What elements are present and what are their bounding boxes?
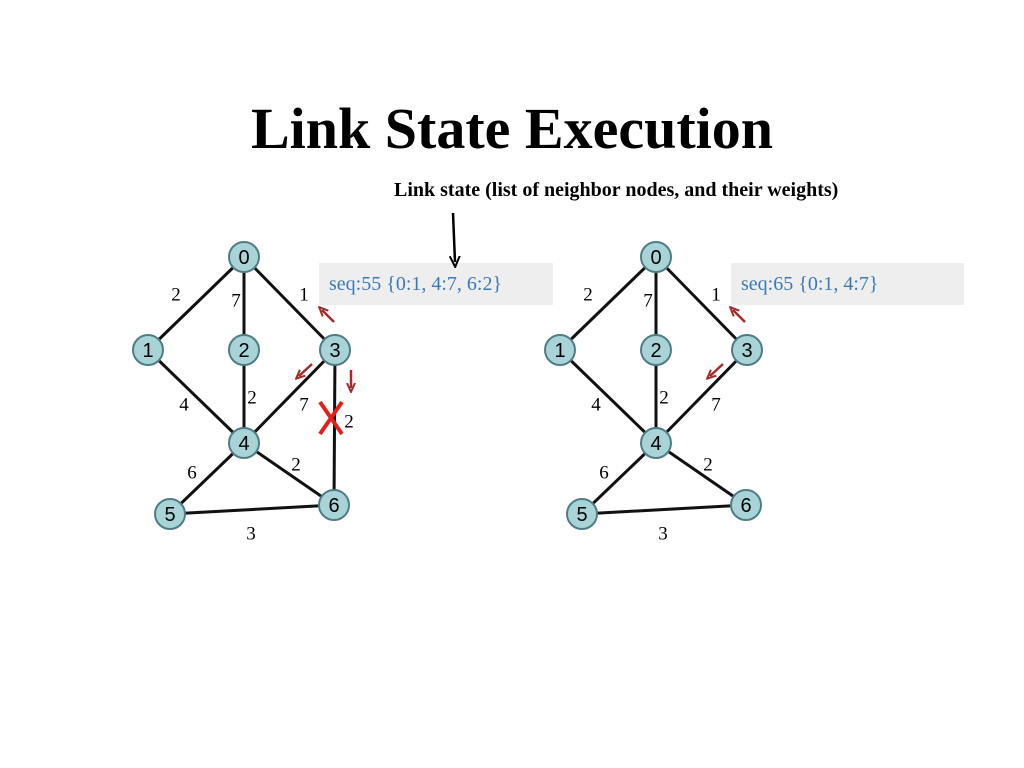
page-title: Link State Execution (250, 96, 774, 161)
edge-0-1 (146, 255, 246, 352)
flood-arrow-icon (322, 310, 335, 323)
edge-4-5 (168, 441, 246, 516)
lsa-box-before: seq:55 {0:1, 4:7, 6:2} (319, 263, 553, 305)
node-label-2: 2 (650, 340, 661, 362)
node-4 (640, 427, 672, 459)
node-1 (132, 334, 164, 366)
lsa-box-after: seq:65 {0:1, 4:7} (731, 263, 964, 305)
node-label-0: 0 (650, 247, 661, 269)
flood-arrow-icon (710, 363, 724, 376)
node-4 (228, 427, 260, 459)
edge-weight-4-5: 6 (599, 463, 609, 484)
edge-weight-4-5: 6 (187, 463, 197, 484)
node-2 (228, 334, 260, 366)
edge-weight-4-6: 2 (291, 455, 301, 476)
node-0 (640, 241, 672, 273)
node-label-6: 6 (328, 495, 339, 517)
edge-weight-2-4: 2 (659, 388, 669, 409)
flood-arrow-icon (299, 363, 313, 376)
node-0 (228, 241, 260, 273)
edge-weight-0-1: 2 (583, 285, 593, 306)
edge-weight-1-4: 4 (591, 395, 601, 416)
node-label-5: 5 (164, 504, 175, 526)
edge-4-6 (243, 441, 335, 507)
edge-4-6 (655, 441, 747, 507)
node-3 (319, 334, 351, 366)
node-label-3: 3 (329, 340, 340, 362)
node-2 (640, 334, 672, 366)
flood-arrow-icon (733, 310, 746, 323)
link-failure-cross-icon (318, 400, 344, 436)
edge-weight-0-3: 1 (711, 285, 721, 306)
link-state-annotation: Link state (list of neighbor nodes, and … (394, 179, 839, 201)
node-label-6: 6 (740, 495, 751, 517)
edge-4-5 (580, 441, 658, 516)
node-1 (544, 334, 576, 366)
edge-weight-1-4: 4 (179, 395, 189, 416)
edge-0-3 (654, 255, 749, 352)
node-label-3: 3 (741, 340, 752, 362)
node-label-5: 5 (576, 504, 587, 526)
edge-weight-5-6: 3 (246, 524, 256, 545)
annotation-pointer-arrow (453, 212, 455, 262)
edge-3-6 (332, 349, 337, 506)
edge-weight-3-4: 7 (299, 395, 309, 416)
edge-weight-3-6: 2 (344, 412, 354, 433)
edge-5-6 (169, 503, 335, 516)
edge-5-6 (581, 503, 747, 516)
edge-0-3 (242, 255, 337, 352)
edge-weight-5-6: 3 (658, 524, 668, 545)
edge-weight-0-2: 7 (643, 291, 653, 312)
edge-weight-0-3: 1 (299, 285, 309, 306)
node-5 (566, 498, 598, 530)
edge-3-4 (654, 348, 749, 445)
node-label-4: 4 (650, 433, 661, 455)
node-label-2: 2 (238, 340, 249, 362)
node-label-1: 1 (142, 340, 153, 362)
node-6 (318, 489, 350, 521)
edge-weight-2-4: 2 (247, 388, 257, 409)
node-label-4: 4 (238, 433, 249, 455)
edge-weight-4-6: 2 (703, 455, 713, 476)
node-label-1: 1 (554, 340, 565, 362)
edge-weight-3-4: 7 (711, 395, 721, 416)
node-6 (730, 489, 762, 521)
node-label-0: 0 (238, 247, 249, 269)
node-5 (154, 498, 186, 530)
node-3 (731, 334, 763, 366)
edge-3-4 (242, 348, 337, 445)
edge-weight-0-1: 2 (171, 285, 181, 306)
edge-1-4 (146, 348, 246, 445)
edge-0-1 (558, 255, 658, 352)
edge-weight-0-2: 7 (231, 291, 241, 312)
edge-1-4 (558, 348, 658, 445)
